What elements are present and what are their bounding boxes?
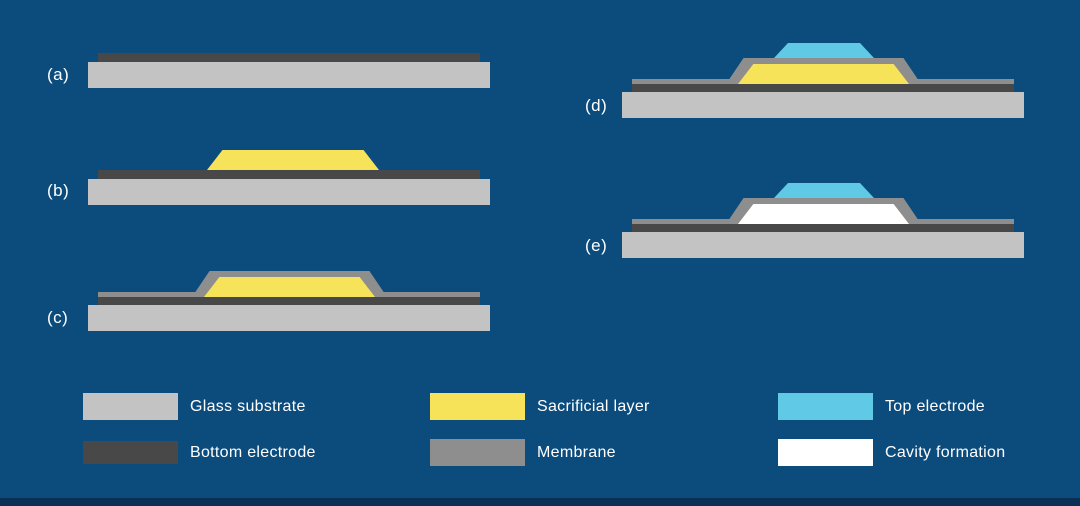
legend-swatch-cavity-formation [778, 439, 873, 466]
diagram-step-b [88, 150, 490, 205]
legend-swatch-sacrificial-layer [430, 393, 525, 420]
diagram-step-a [88, 53, 490, 88]
glass-substrate-layer [88, 305, 490, 331]
bottom-electrode-layer [632, 224, 1014, 232]
top-electrode-layer [774, 183, 874, 198]
top-electrode-layer [774, 43, 874, 58]
bottom-electrode-layer [632, 84, 1014, 92]
step-label-e: (e) [585, 236, 608, 255]
bottom-electrode-layer [98, 297, 480, 305]
bottom-electrode-layer [98, 170, 480, 179]
step-label-b: (b) [47, 181, 70, 200]
glass-substrate-layer [88, 62, 490, 88]
step-label-d: (d) [585, 96, 608, 115]
legend-label-cavity-formation: Cavity formation [885, 444, 1006, 461]
glass-substrate-layer [622, 92, 1024, 118]
step-label-a: (a) [47, 65, 70, 84]
diagram-step-d [622, 43, 1024, 118]
legend-label-sacrificial-layer: Sacrificial layer [537, 398, 650, 415]
glass-substrate-layer [622, 232, 1024, 258]
legend-label-top-electrode: Top electrode [885, 398, 985, 415]
legend-label-glass-substrate: Glass substrate [190, 398, 306, 415]
glass-substrate-layer [88, 179, 490, 205]
legend-swatch-membrane [430, 439, 525, 466]
sacrificial-layer [204, 277, 375, 297]
diagram-step-e [622, 183, 1024, 258]
legend-swatch-top-electrode [778, 393, 873, 420]
diagram-step-c [88, 271, 490, 331]
sacrificial-layer [738, 64, 909, 84]
legend-label-membrane: Membrane [537, 444, 616, 461]
sacrificial-layer [207, 150, 379, 170]
cavity-layer [738, 204, 909, 224]
step-label-c: (c) [47, 308, 69, 327]
legend-label-bottom-electrode: Bottom electrode [190, 444, 316, 461]
legend-swatch-bottom-electrode [83, 441, 178, 464]
legend-swatch-glass-substrate [83, 393, 178, 420]
bottom-electrode-layer [98, 53, 480, 62]
bottom-border-strip [0, 498, 1080, 506]
